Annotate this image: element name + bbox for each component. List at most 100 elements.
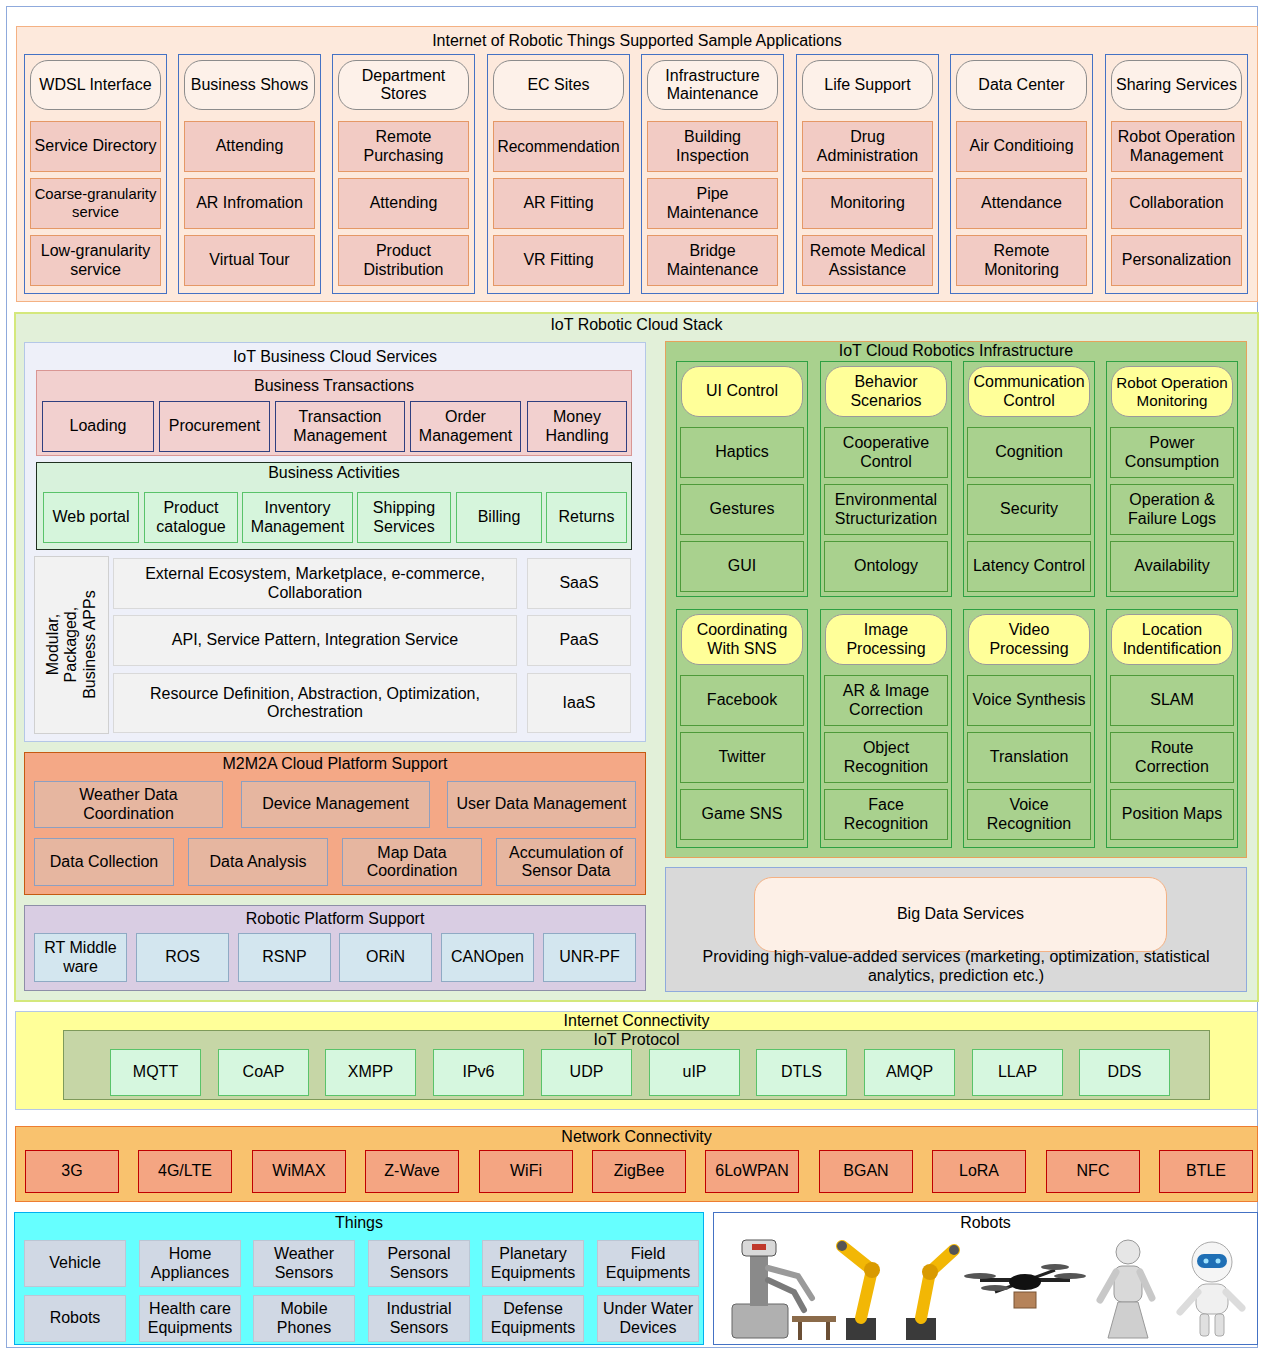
box-label: Weather Sensors [257,1245,351,1282]
box-label: ORiN [343,948,428,966]
side-label-box: Modular, Packaged, Business APPs [34,556,109,734]
function-box: Power Consumption [1110,427,1234,478]
group-panel: Robotic Platform SupportRT Middle wareRO… [24,905,646,991]
box-label: Field Equipments [601,1245,695,1282]
app-box: Coarse-granularity service [30,178,161,229]
layer-panel: Internet ConnectivityIoT ProtocolMQTTCoA… [15,1011,1258,1110]
service-box: Web portal [43,492,139,543]
box-label: Face Recognition [828,796,944,833]
group-panel: IoT Cloud Robotics InfrastructureUI Cont… [665,341,1247,858]
box-label: Modular, Packaged, Business APPs [44,585,99,705]
protocol-box: DDS [1079,1049,1170,1096]
box-label: SLAM [1114,691,1230,709]
network-box: 3G [25,1150,119,1193]
box-label: Virtual Tour [188,251,311,269]
function-header: Coordinating With SNS [681,614,803,665]
network-box: NFC [1046,1150,1140,1193]
platform-box: ROS [136,933,229,982]
layer-panel: ThingsVehicleHome AppliancesWeather Sens… [14,1212,704,1345]
box-label: Behavior Scenarios [829,373,943,410]
box-label: Environmental Structurization [828,491,944,528]
box-label: BGAN [823,1162,909,1180]
app-box: Virtual Tour [184,235,315,286]
box-label: Game SNS [684,805,800,823]
network-box: ZigBee [592,1150,686,1193]
network-box: WiFi [479,1150,573,1193]
box-label: UI Control [685,382,799,400]
box-label: Transaction Management [279,408,401,445]
network-box: WiMAX [252,1150,346,1193]
box-label: Remote Monitoring [960,242,1083,279]
box-label: Voice Recognition [971,796,1087,833]
box-label: PaaS [531,631,627,649]
layer-panel: Internet of Robotic Things Supported Sam… [16,26,1258,302]
function-box: Game SNS [680,789,804,840]
robots-panel: Robots [713,1212,1258,1345]
box-label: Robot Operation Management [1115,128,1238,165]
app-box: Remote Medical Assistance [802,235,933,286]
platform-box: CANOpen [441,933,534,982]
app-box: Remote Monitoring [956,235,1087,286]
box-label: Building Inspection [651,128,774,165]
app-box: Recommendation [493,121,624,172]
service-box: Accumulation of Sensor Data [496,838,636,886]
box-label: Order Management [414,408,517,445]
platform-box: ORiN [339,933,432,982]
service-box: Product catalogue [144,492,238,543]
box-label: Data Center [960,76,1083,94]
service-box: Data Collection [34,838,174,886]
box-label: Latency Control [971,557,1087,575]
app-box: Collaboration [1111,178,1242,229]
app-header: WDSL Interface [30,60,161,110]
function-box: Face Recognition [824,789,948,840]
box-label: BTLE [1163,1162,1249,1180]
box-label: CANOpen [445,948,530,966]
function-box: Haptics [680,427,804,478]
box-label: UNR-PF [547,948,632,966]
protocol-box: UDP [541,1049,632,1096]
app-box: Attending [184,121,315,172]
thing-box: Weather Sensors [253,1240,355,1287]
box-label: SaaS [531,574,627,592]
box-label: Z-Wave [369,1162,455,1180]
panel-heading: Internet of Robotic Things Supported Sam… [17,32,1257,50]
box-label: Image Processing [829,621,943,658]
protocol-box: DTLS [756,1049,847,1096]
function-header: Video Processing [968,614,1090,665]
box-label: Availability [1114,557,1230,575]
network-box: 6LoWPAN [705,1150,799,1193]
platform-box: RSNP [238,933,331,982]
service-box: Weather Data Coordination [34,781,223,828]
thing-box: Personal Sensors [368,1240,470,1287]
function-header: Image Processing [825,614,947,665]
box-label: Service Directory [34,137,157,155]
network-box: 4G/LTE [138,1150,232,1193]
box-label: External Ecosystem, Marketplace, e-comme… [117,565,513,602]
box-label: IaaS [531,694,627,712]
service-box: Money Handling [527,401,627,452]
box-label: User Data Management [451,795,632,813]
network-box: BTLE [1159,1150,1253,1193]
box-label: NFC [1050,1162,1136,1180]
function-box: Environmental Structurization [824,484,948,535]
app-box: Monitoring [802,178,933,229]
app-box: Service Directory [30,121,161,172]
service-box: Map Data Coordination [342,838,482,886]
box-label: DDS [1083,1063,1166,1081]
box-label: AR & Image Correction [828,682,944,719]
panel-heading: Things [15,1214,703,1232]
group-panel: Business ActivitiesWeb portalProduct cat… [36,462,632,550]
function-box: Voice Synthesis [967,675,1091,726]
app-box: Building Inspection [647,121,778,172]
box-label: Planetary Equipments [486,1245,580,1282]
function-box: Cooperative Control [824,427,948,478]
box-label: DTLS [760,1063,843,1081]
protocol-box: CoAP [218,1049,309,1096]
box-label: Remote Medical Assistance [806,242,929,279]
box-label: Web portal [47,508,135,526]
box-label: Coordinating With SNS [685,621,799,658]
function-box: Voice Recognition [967,789,1091,840]
box-label: Billing [460,508,538,526]
service-box: Shipping Services [357,492,451,543]
